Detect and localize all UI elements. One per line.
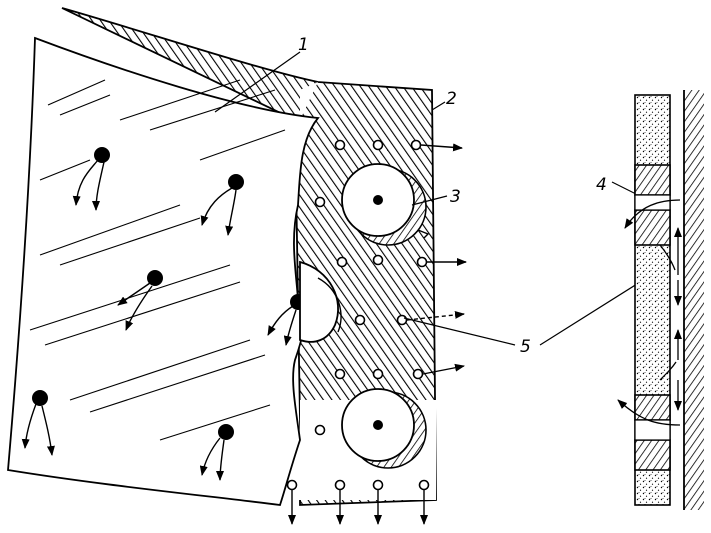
labels: 1 2 3 4 5: [298, 35, 607, 357]
flow-arrows: [288, 143, 467, 525]
front-sheet: [7, 36, 320, 506]
label-1: 1: [298, 35, 309, 55]
hole-with-arrow: [199, 424, 234, 481]
label-5: 5: [520, 337, 531, 357]
label-4: 4: [596, 175, 607, 195]
hole-with-arrow: [21, 390, 55, 456]
boss-bottom: [341, 388, 427, 469]
label-3: 3: [450, 187, 461, 207]
boss-top: [341, 163, 427, 246]
front-sheet-holes: [21, 147, 306, 481]
cross-section: [617, 90, 704, 510]
boss-middle-partial: [299, 260, 342, 343]
hole-with-arrow: [72, 147, 110, 211]
small-holes: [286, 139, 430, 491]
hole-with-arrow: [117, 270, 163, 331]
label-2: 2: [446, 89, 457, 109]
hole-with-arrow: [200, 174, 244, 236]
